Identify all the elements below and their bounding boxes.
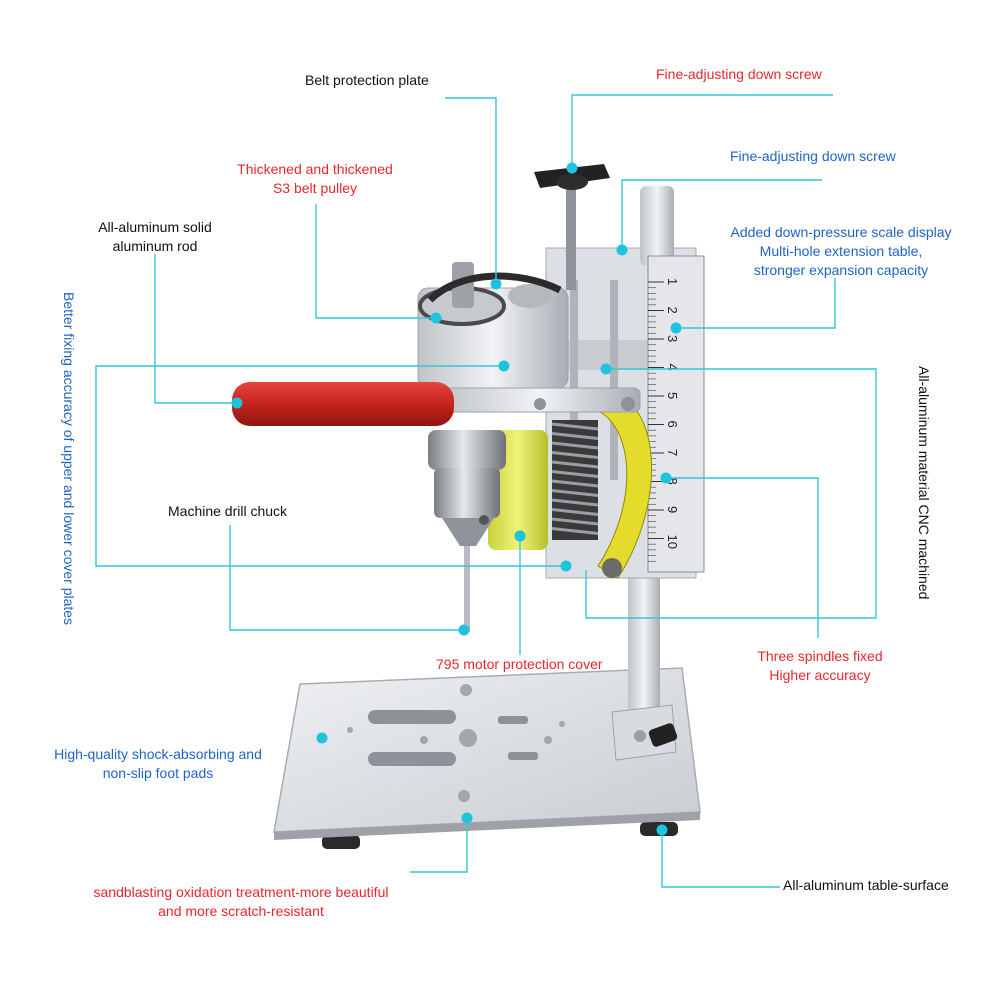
label-foot-pads: High-quality shock-absorbing and non-sli… bbox=[38, 745, 278, 783]
scale-tick-label: 9 bbox=[665, 506, 680, 513]
label-cnc-machined: All-aluminum material CNC machined bbox=[916, 366, 932, 600]
spring-coil bbox=[551, 498, 599, 507]
scale-ruler: 1 2 3 4 5 6 7 8 9 10 bbox=[647, 255, 705, 573]
label-aluminum-rod-line1: All-aluminum solid bbox=[98, 219, 212, 235]
label-belt-pulley: Thickened and thickened S3 belt pulley bbox=[220, 160, 410, 198]
label-sandblasting-line2: and more scratch-resistant bbox=[158, 903, 324, 919]
label-belt-pulley-line2: S3 belt pulley bbox=[272, 180, 358, 196]
label-fixing-accuracy: Better fixing accuracy of upper and lowe… bbox=[61, 292, 77, 626]
label-aluminum-rod-line2: aluminum rod bbox=[112, 238, 198, 254]
scale-tick-label: 2 bbox=[665, 307, 680, 314]
drill-chuck bbox=[428, 430, 506, 632]
return-spring bbox=[551, 420, 599, 540]
spring-coil bbox=[551, 460, 599, 469]
spring-coil bbox=[551, 470, 599, 478]
label-three-spindles-line1: Three spindles fixed bbox=[757, 648, 883, 664]
label-belt-protection-plate: Belt protection plate bbox=[305, 72, 429, 88]
scale-tick-label: 6 bbox=[665, 421, 680, 428]
label-fine-adjust-red: Fine-adjusting down screw bbox=[656, 66, 822, 82]
scale-tick-label: 10 bbox=[665, 535, 680, 549]
label-scale-display: Added down-pressure scale display Multi-… bbox=[718, 223, 964, 280]
scale-tick-label: 3 bbox=[665, 335, 680, 342]
base-plate bbox=[273, 667, 701, 849]
spring-coil bbox=[551, 432, 599, 440]
label-foot-pads-line2: non-slip foot pads bbox=[102, 765, 214, 781]
label-foot-pads-line1: High-quality shock-absorbing and bbox=[54, 746, 262, 762]
spring-coil bbox=[551, 441, 599, 450]
label-table-surface: All-aluminum table-surface bbox=[783, 877, 949, 893]
scale-tick-label: 4 bbox=[665, 364, 680, 371]
feed-handle bbox=[232, 382, 641, 426]
label-sandblasting-line1: sandblasting oxidation treatment-more be… bbox=[93, 884, 389, 900]
label-three-spindles-line2: Higher accuracy bbox=[769, 667, 871, 683]
scale-tick-label: 8 bbox=[665, 478, 680, 485]
spring-coil bbox=[551, 508, 599, 516]
label-fine-adjust-blue: Fine-adjusting down screw bbox=[730, 148, 896, 164]
label-three-spindles: Three spindles fixed Higher accuracy bbox=[740, 647, 900, 685]
label-belt-pulley-line1: Thickened and thickened bbox=[237, 161, 393, 177]
spring-coil bbox=[551, 451, 599, 459]
label-motor-cover: 795 motor protection cover bbox=[436, 656, 603, 672]
label-sandblasting: sandblasting oxidation treatment-more be… bbox=[66, 883, 416, 921]
spring-coil bbox=[551, 422, 599, 431]
spring-coil bbox=[551, 489, 599, 497]
pulley-housing bbox=[417, 262, 569, 389]
label-drill-chuck: Machine drill chuck bbox=[168, 503, 288, 519]
label-aluminum-rod: All-aluminum solid aluminum rod bbox=[80, 218, 230, 256]
spring-coil bbox=[551, 517, 599, 526]
spring-coil bbox=[551, 479, 599, 488]
scale-tick-label: 7 bbox=[665, 449, 680, 456]
label-scale-display-line2: Multi-hole extension table, bbox=[759, 243, 923, 259]
lever-plate bbox=[597, 391, 652, 579]
callout-dots bbox=[231, 162, 682, 836]
label-scale-display-line1: Added down-pressure scale display bbox=[730, 224, 952, 240]
support-column bbox=[611, 560, 678, 761]
scale-tick-label: 1 bbox=[665, 278, 680, 285]
leader-lines bbox=[95, 94, 877, 888]
spring-coil bbox=[551, 527, 599, 535]
label-scale-display-line3: stronger expansion capacity bbox=[753, 262, 929, 278]
scale-tick-label: 5 bbox=[665, 392, 680, 399]
